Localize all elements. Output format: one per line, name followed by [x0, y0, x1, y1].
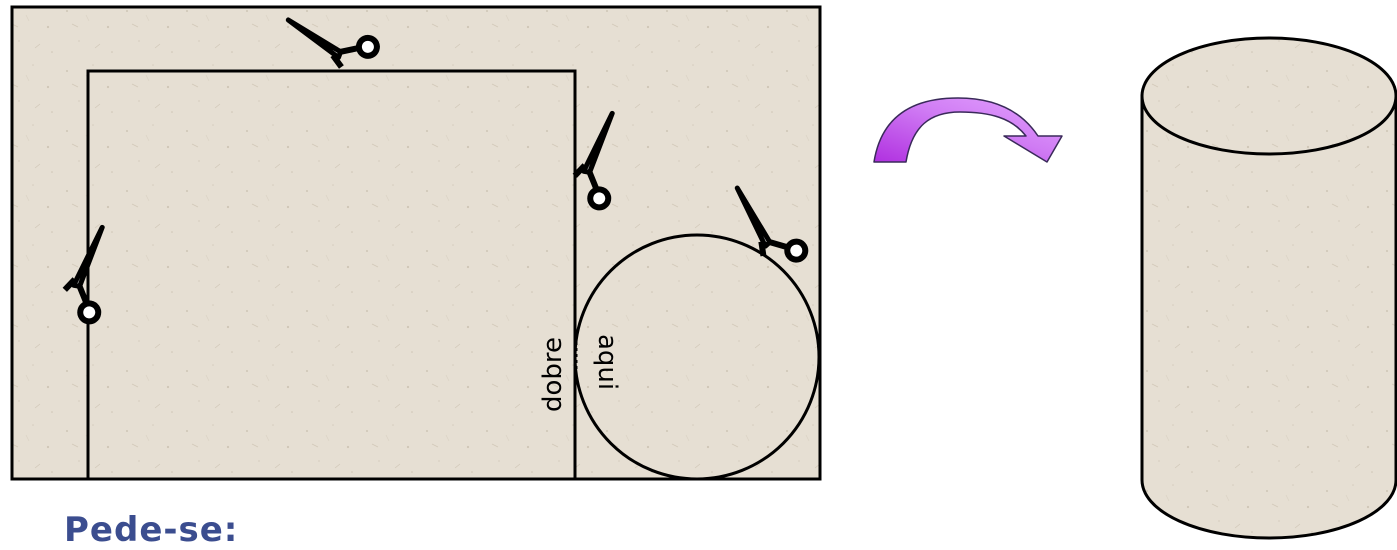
assembled-cylinder — [1142, 38, 1396, 538]
paper-sheet — [12, 7, 820, 479]
fold-label: dobre — [538, 337, 568, 412]
curved-arrow-icon — [874, 98, 1062, 162]
cylinder-top-face — [1142, 38, 1396, 154]
cylinder-net: dobre aqui — [12, 7, 820, 479]
question-heading: Pede-se: — [64, 510, 238, 550]
cylinder-body — [1142, 96, 1396, 538]
fold-label-2: aqui — [592, 334, 622, 390]
